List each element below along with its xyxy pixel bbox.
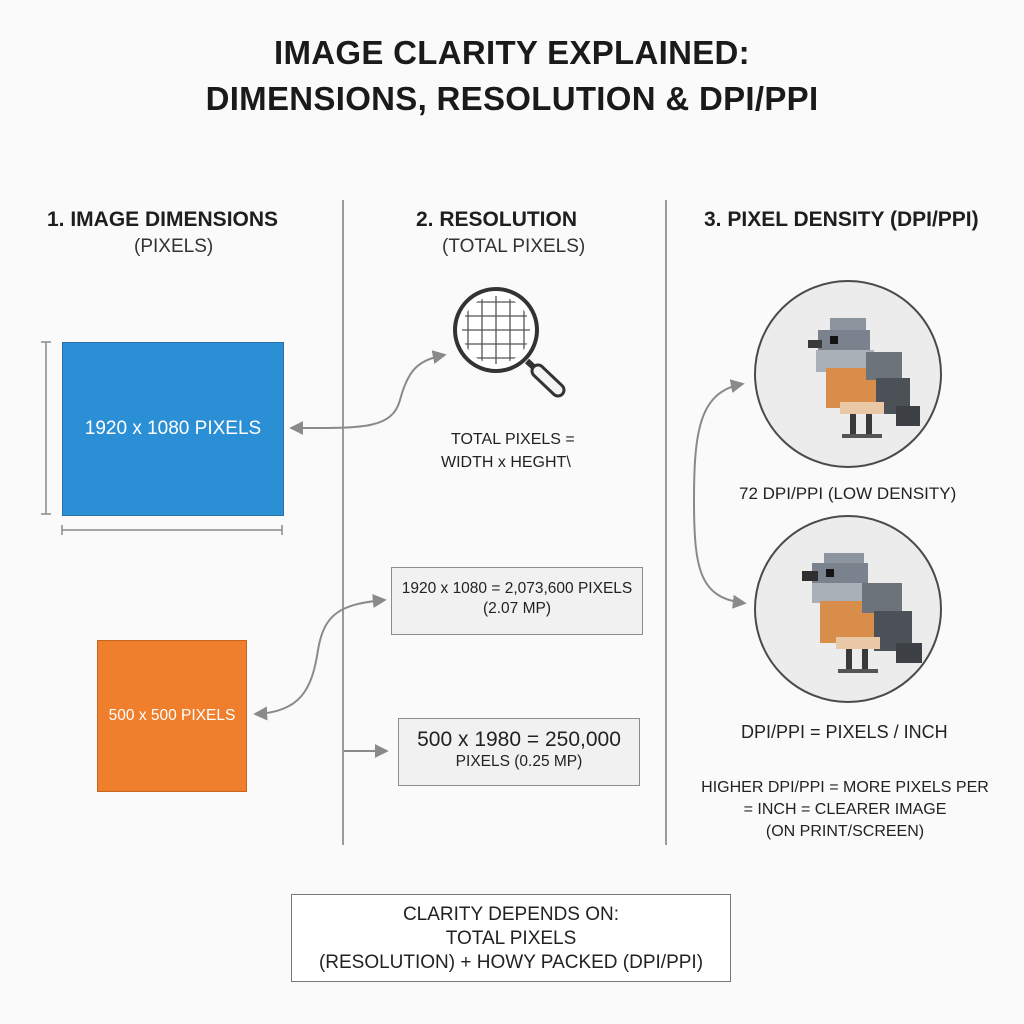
formula-line-1: TOTAL PIXELS =	[451, 431, 575, 448]
arrow-small-to-box1	[253, 594, 387, 721]
arrow-density-compare	[692, 379, 747, 609]
density-note-line-1: HIGHER DPI/PPI = MORE PIXELS PER	[701, 779, 989, 796]
column-divider-1	[342, 200, 344, 845]
pixelated-bird-icon	[808, 318, 920, 438]
column-sub-resolution: (TOTAL PIXELS)	[442, 236, 586, 257]
formula-line-2: WIDTH x HEGHT\	[441, 454, 571, 471]
density-note-line-3: (ON PRINT/SCREEN)	[765, 823, 925, 840]
low-density-caption: 72 DPI/PPI (LOW DENSITY)	[739, 484, 957, 503]
summary-box: CLARITY DEPENDS ON: TOTAL PIXELS (RESOLU…	[291, 894, 731, 982]
calc-box-small-line-2: PIXELS (0.25 MP)	[455, 753, 583, 770]
density-formula: DPI/PPI = PIXELS / INCH	[741, 722, 948, 742]
calc-box-large-line-2: (2.07 MP)	[482, 600, 552, 617]
dimension-lines	[41, 341, 283, 535]
summary-line-2: TOTAL PIXELS	[445, 928, 577, 949]
calc-box-large: 1920 x 1080 = 2,073,600 PIXELS (2.07 MP)	[391, 567, 643, 635]
calc-box-small-line-1: 500 x 1980 = 250,000	[417, 728, 621, 751]
large-image-rect: 1920 x 1080 PIXELS	[62, 342, 284, 516]
pixelated-bird-icon	[802, 553, 922, 673]
page-title-line-1: IMAGE CLARITY EXPLAINED:	[274, 34, 750, 71]
small-image-rect: 500 x 500 PIXELS	[97, 640, 247, 792]
page-title-line-2: DIMENSIONS, RESOLUTION & DPI/PPI	[205, 80, 819, 117]
small-image-label: 500 x 500 PIXELS	[108, 707, 236, 724]
arrow-large-to-formula	[289, 350, 447, 436]
column-heading-resolution: 2. RESOLUTION	[416, 208, 578, 231]
magnifier-grid-icon	[453, 287, 566, 398]
column-divider-2	[665, 200, 667, 845]
column-heading-dimensions: 1. IMAGE DIMENSIONS	[47, 208, 279, 231]
column-heading-density: 3. PIXEL DENSITY (DPI/PPI)	[704, 208, 979, 231]
density-note: HIGHER DPI/PPI = MORE PIXELS PER = INCH …	[700, 777, 990, 843]
large-image-label: 1920 x 1080 PIXELS	[84, 418, 262, 439]
bird-circle-high	[754, 515, 942, 703]
bird-circle-low	[754, 280, 942, 468]
density-note-line-2: = INCH = CLEARER IMAGE	[743, 801, 947, 818]
column-sub-dimensions: (PIXELS)	[134, 236, 214, 257]
calc-box-large-line-1: 1920 x 1080 = 2,073,600 PIXELS	[401, 580, 633, 597]
summary-line-1: CLARITY DEPENDS ON:	[402, 904, 620, 925]
summary-line-3: (RESOLUTION) + HOWY PACKED (DPI/PPI)	[318, 952, 704, 973]
calc-box-small: 500 x 1980 = 250,000 PIXELS (0.25 MP)	[398, 718, 640, 786]
